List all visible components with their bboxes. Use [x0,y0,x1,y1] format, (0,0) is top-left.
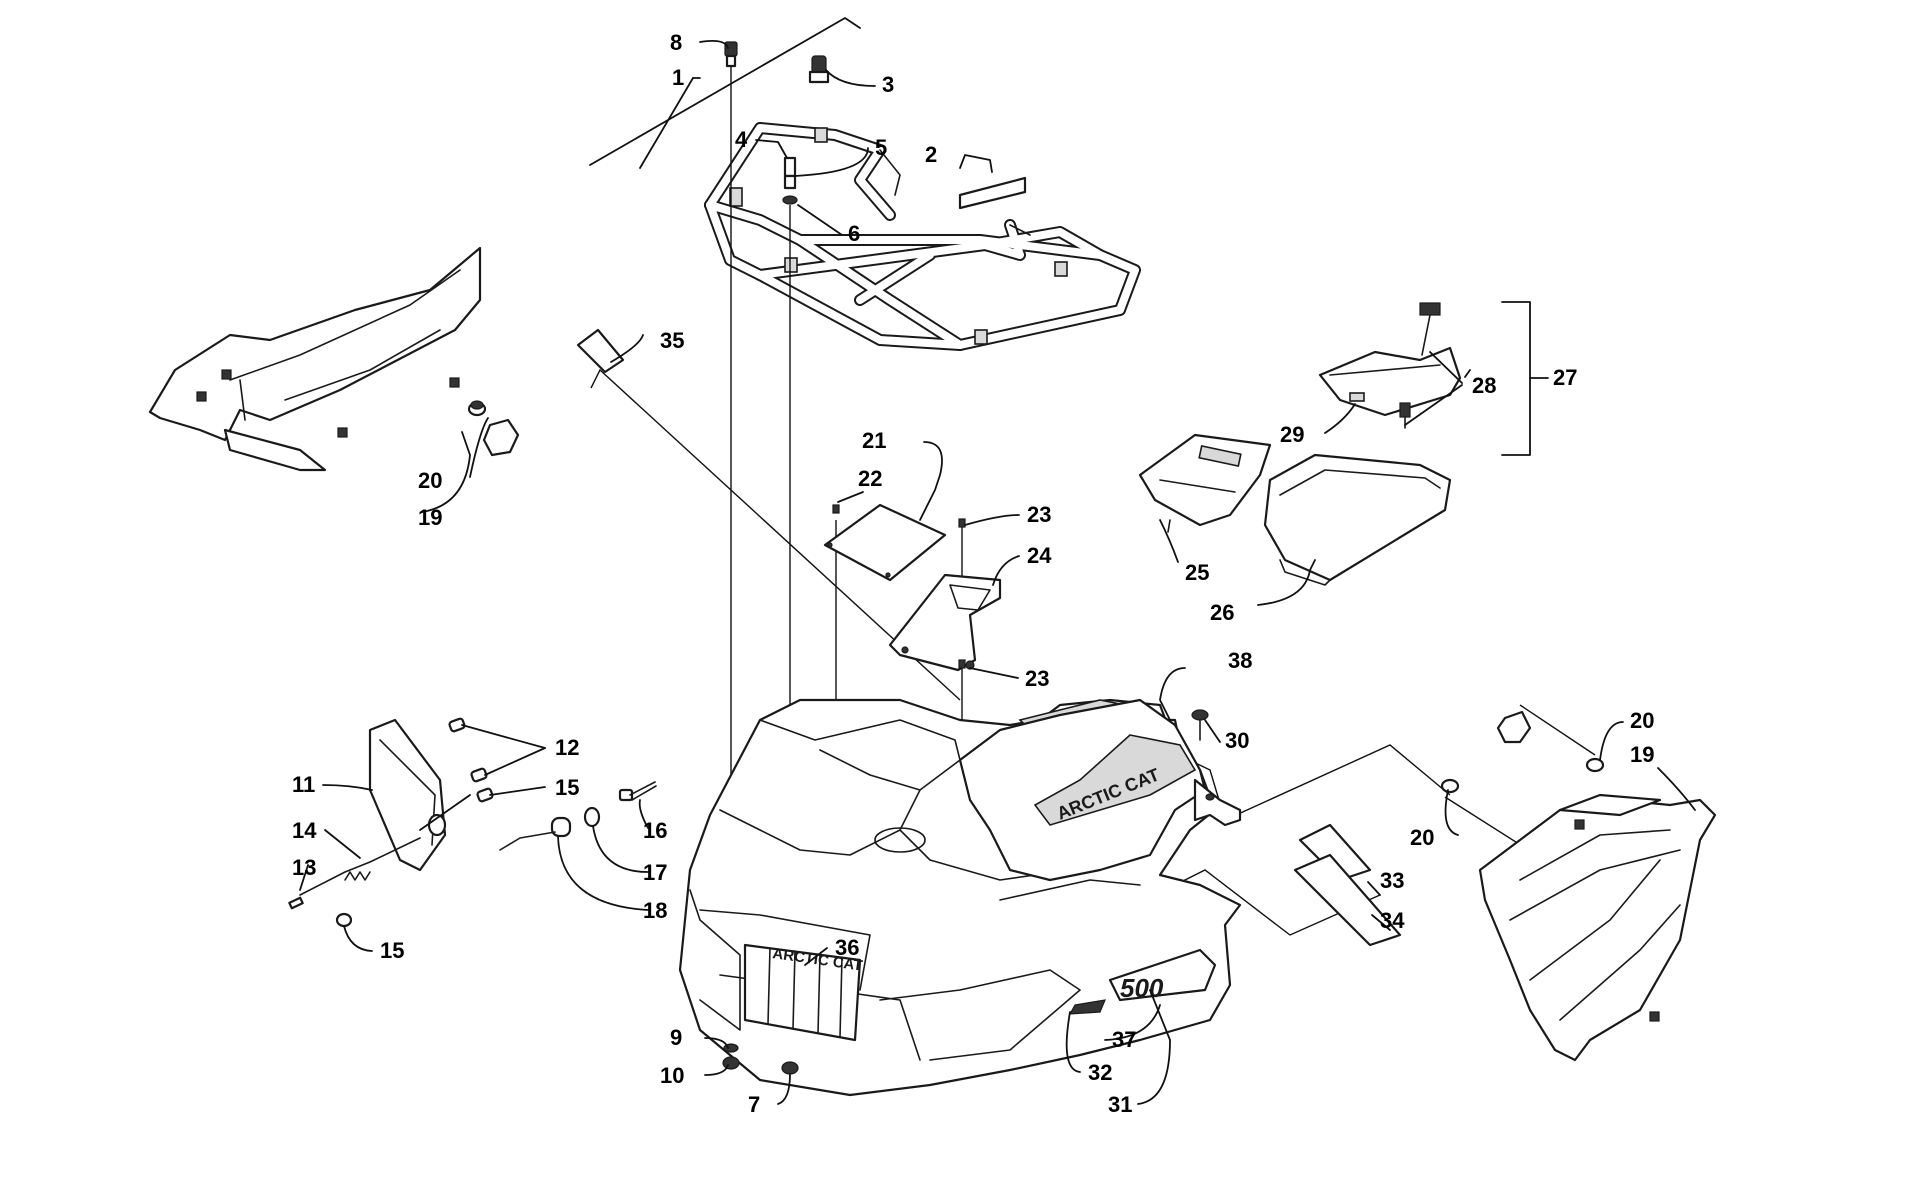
screw-22 [832,504,840,514]
leader-lines [299,39,1696,1105]
decal-34 [1293,853,1402,947]
callout-15b: 15 [380,938,404,963]
fender-panel[interactable]: ARCTIC CAT [958,698,1242,882]
nut-10 [722,1056,740,1070]
fastener-30 [1191,709,1209,741]
decal-sheets [1293,823,1402,947]
storage-tray[interactable] [1138,433,1272,533]
nut-right [1496,710,1532,744]
bracket-27 [1501,301,1531,456]
grommet-18 [550,816,572,838]
callout-25: 25 [1185,560,1209,585]
grommet-20-right [1585,757,1605,773]
callout-36: 36 [835,935,859,960]
nut-7 [781,1061,799,1075]
callout-5: 5 [875,135,887,160]
bolt-8 [724,41,738,57]
callout-numbers: 8 1 3 4 5 2 6 35 21 22 23 24 23 25 26 29… [292,30,1654,1117]
callout-35: 35 [660,328,684,353]
callout-20c: 20 [1630,708,1654,733]
bolt-4 [783,156,797,178]
callout-24: 24 [1027,543,1052,568]
screw-12b [470,767,488,783]
callout-22: 22 [858,466,882,491]
callout-17: 17 [643,860,667,885]
nut-left [482,418,520,457]
callout-38: 38 [1228,648,1252,673]
center-screws [832,504,966,669]
headlight-hardware [288,717,657,928]
callout-27: 27 [1553,365,1577,390]
callout-2: 2 [925,142,937,167]
hinge-29 [1349,392,1365,402]
rack-label [958,176,1027,210]
spacer-5 [783,174,797,190]
callout-37: 37 [1112,1027,1136,1052]
callout-10: 10 [660,1063,684,1088]
callout-6: 6 [848,221,860,246]
right-side-panel[interactable] [1478,793,1717,1062]
washer-17 [583,806,601,828]
screw-12a [448,717,466,733]
callout-28: 28 [1472,373,1496,398]
callout-1: 1 [672,65,684,90]
callout-30: 30 [1225,728,1249,753]
storage-lid-assembly[interactable] [1318,302,1462,429]
rack-rails [704,122,1141,351]
front-rack[interactable] [589,17,1141,351]
callout-20b: 20 [1410,825,1434,850]
callout-21: 21 [862,428,886,453]
callout-16: 16 [643,818,667,843]
washer-15b [335,912,353,928]
callout-31: 31 [1108,1092,1132,1117]
callout-18: 18 [643,898,667,923]
model-decal: 500 [1120,973,1164,1003]
storage-box[interactable] [1263,453,1452,586]
callout-23a: 23 [1027,502,1051,527]
label-35 [576,328,625,374]
right-panel-hardware [1440,710,1605,794]
callout-3: 3 [882,72,894,97]
callout-26: 26 [1210,600,1234,625]
center-cover-21[interactable] [823,503,947,582]
screw-13 [288,896,304,910]
left-panel-hardware [467,400,520,457]
headlight-assembly[interactable] [368,718,447,872]
screw-23a [958,518,966,528]
callout-34: 34 [1380,908,1405,933]
callout-7: 7 [748,1092,760,1117]
screw-23b [958,659,966,669]
rack-hardware [724,41,830,205]
grommet-20-mid [1440,778,1460,794]
callout-8: 8 [670,30,682,55]
bolt-16-head [618,788,634,802]
rack-bracket-leg [639,77,694,169]
callout-13: 13 [292,855,316,880]
spring-14 [344,871,371,881]
callout-33: 33 [1380,868,1404,893]
callout-23b: 23 [1025,666,1049,691]
leader-2 [959,154,993,173]
rack-assembly-bracket [589,17,861,166]
callout-12: 12 [555,735,579,760]
callout-15a: 15 [555,775,579,800]
callout-29: 29 [1280,422,1304,447]
callout-20a: 20 [418,468,442,493]
callout-4: 4 [735,127,748,152]
left-side-panel[interactable] [148,246,482,472]
callout-9: 9 [670,1025,682,1050]
washer-6 [782,195,798,205]
nut-15 [476,787,494,803]
latch-28 [1399,402,1411,418]
callout-11: 11 [292,772,315,797]
callout-32: 32 [1088,1060,1112,1085]
callout-19b: 19 [1630,742,1654,767]
callout-19a: 19 [418,505,442,530]
callout-14: 14 [292,818,317,843]
center-bracket-24[interactable] [888,573,1002,672]
